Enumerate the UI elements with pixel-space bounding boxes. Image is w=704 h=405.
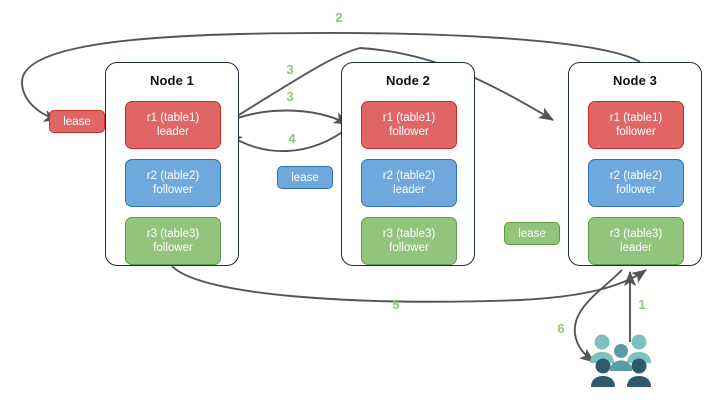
node-box-3[interactable]: Node 3 r1 (table1) follower r2 (table2) … (568, 62, 702, 266)
replica-name: r3 (table3) (609, 228, 663, 240)
step-label-6: 6 (557, 321, 565, 336)
node-title: Node 2 (386, 73, 430, 88)
node-title: Node 3 (613, 73, 657, 88)
replica-role: follower (389, 126, 429, 138)
replica-n1-r3[interactable]: r3 (table3) follower (125, 217, 221, 265)
step-label-5: 5 (392, 297, 400, 312)
replica-n3-r1[interactable]: r1 (table1) follower (588, 101, 684, 149)
replica-role: follower (153, 242, 193, 254)
lease-badge-table2[interactable]: lease (277, 166, 333, 189)
step-label-3b: 3 (286, 89, 294, 104)
users-icon (590, 334, 651, 387)
lease-badge-table1[interactable]: lease (49, 110, 105, 133)
replica-role: follower (616, 126, 656, 138)
replica-n1-r1[interactable]: r1 (table1) leader (125, 101, 221, 149)
edge-step-3-upper-tail (223, 47, 361, 125)
replica-role: leader (620, 242, 652, 254)
replica-name: r2 (table2) (382, 170, 436, 182)
replica-name: r2 (table2) (146, 170, 200, 182)
replica-role: follower (616, 184, 656, 196)
edge-step-3-lower (221, 109, 350, 125)
replica-n3-r3[interactable]: r3 (table3) leader (588, 217, 684, 265)
node-title: Node 1 (150, 73, 194, 88)
replica-name: r1 (table1) (609, 112, 663, 124)
replica-name: r1 (table1) (382, 112, 436, 124)
replica-name: r3 (table3) (382, 228, 436, 240)
replica-n2-r2[interactable]: r2 (table2) leader (361, 159, 457, 207)
step-label-4: 4 (288, 131, 296, 146)
replica-n1-r2[interactable]: r2 (table2) follower (125, 159, 221, 207)
users-front-row (591, 358, 651, 387)
node-box-1[interactable]: Node 1 r1 (table1) leader r2 (table2) fo… (105, 62, 239, 266)
replica-role: leader (393, 184, 425, 196)
lease-badge-table3[interactable]: lease (504, 222, 560, 245)
node-box-2[interactable]: Node 2 r1 (table1) follower r2 (table2) … (341, 62, 475, 266)
step-label-1: 1 (638, 297, 646, 312)
replica-n2-r3[interactable]: r3 (table3) follower (361, 217, 457, 265)
replica-name: r3 (table3) (146, 228, 200, 240)
step-label-3a: 3 (286, 62, 294, 77)
users-back-row (590, 334, 651, 363)
replica-role: leader (157, 126, 189, 138)
edge-step-5 (171, 265, 647, 303)
replica-n3-r2[interactable]: r2 (table2) follower (588, 159, 684, 207)
replica-role: follower (153, 184, 193, 196)
replica-role: follower (389, 242, 429, 254)
step-label-2: 2 (335, 10, 343, 25)
replica-n2-r1[interactable]: r1 (table1) follower (361, 101, 457, 149)
users-middle-person (610, 344, 632, 371)
replica-name: r1 (table1) (146, 112, 200, 124)
replica-name: r2 (table2) (609, 170, 663, 182)
